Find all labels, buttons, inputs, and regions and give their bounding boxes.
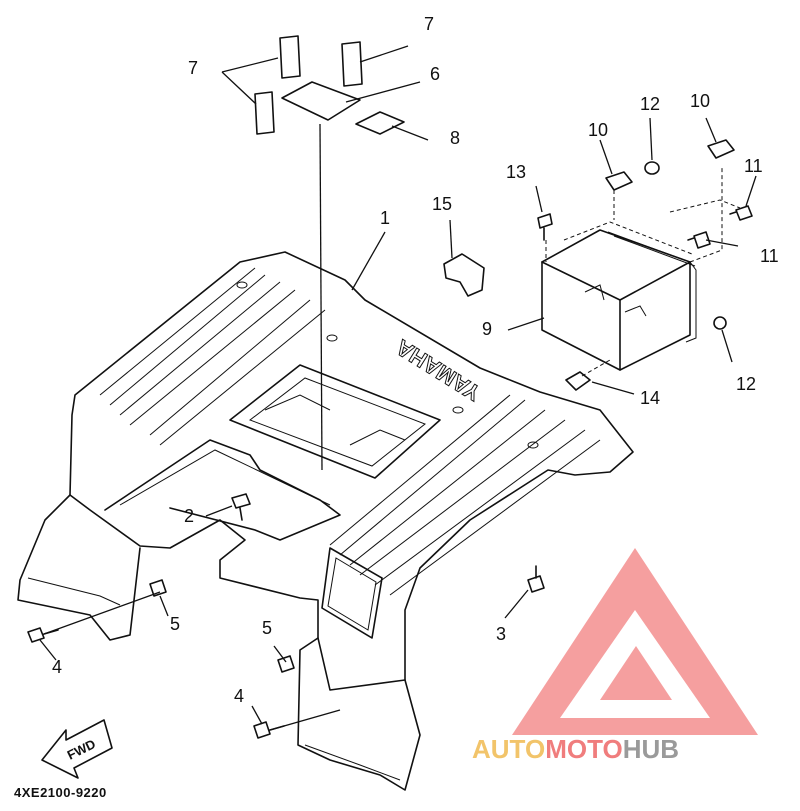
nut-5-right [277,655,295,673]
callout-7-left: 7 [188,58,198,78]
watermark-text-auto: AUTO [472,734,545,764]
callout-4-right: 4 [234,686,244,706]
bolt-11-top [729,205,753,221]
watermark-text-moto: MOTO [545,734,623,764]
tool-box [537,139,753,391]
nut-12-bottom [713,316,727,330]
callout-5-left: 5 [170,614,180,634]
watermark-text: AUTOMOTOHUB [472,734,679,764]
pad-6 [281,81,361,121]
callout-13: 13 [506,162,526,182]
callout-7-right: 7 [424,14,434,34]
callout-1: 1 [380,208,390,228]
callout-2: 2 [184,506,194,526]
holder-15 [443,253,485,297]
callout-4-left: 4 [52,657,62,677]
callout-9: 9 [482,319,492,339]
bolt-4-right [253,721,285,739]
callout-12-top: 12 [640,94,660,114]
callout-5-right: 5 [262,618,272,638]
fender-hole [326,334,338,342]
fender-hole [452,406,464,414]
screw-3 [527,565,545,593]
watermark-text-hub: HUB [623,734,679,764]
callout-3: 3 [496,624,506,644]
svg-text:AUTOMOTOHUB: AUTOMOTOHUB [472,734,679,764]
screw-13 [537,213,553,241]
callout-15: 15 [432,194,452,214]
callout-11-bottom: 11 [760,246,779,266]
pad-7-top-right [341,41,363,87]
fender-hole [527,441,539,449]
clip-10-left [605,171,633,191]
bolt-2 [231,493,251,521]
pad-7-top-left [279,35,301,79]
watermark-logo [512,548,758,735]
fwd-arrow: FWD [41,719,113,779]
callout-6: 6 [430,64,440,84]
leader-lines [39,45,757,731]
bracket-14 [565,371,591,391]
callout-labels: 1 2 3 4 4 5 5 6 7 7 8 9 10 10 11 11 12 1… [52,14,779,706]
callout-8: 8 [450,128,460,148]
callout-14: 14 [640,388,660,408]
fasteners [27,493,545,739]
clip-10-right [707,139,735,159]
callout-12-bottom: 12 [736,374,756,394]
callout-11-top: 11 [744,156,763,176]
nut-5-left [149,579,167,597]
diagram-part-code: 4XE2100-9220 [14,785,107,800]
watermark-triangle-core [600,646,672,700]
bolt-11-bottom [687,231,711,249]
callout-10-left: 10 [588,120,608,140]
fender-brand-text: YAMAHA [391,334,485,405]
seat-pads [254,35,405,135]
pad-7-bottom-left [254,91,275,135]
fender-hole [236,281,248,289]
nut-12-top [644,161,660,175]
callout-10-right: 10 [690,91,710,111]
pad-8 [355,111,405,135]
